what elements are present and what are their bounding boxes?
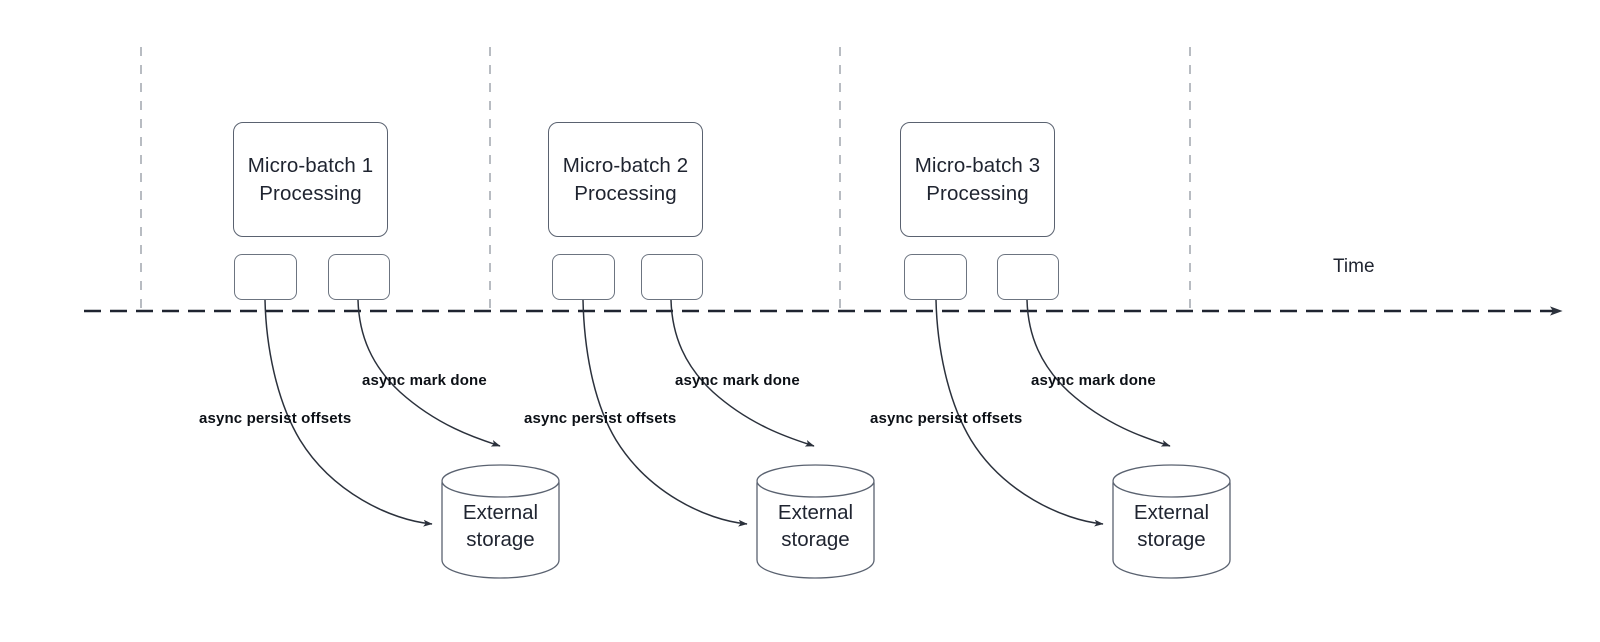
micro-batch-1-box[interactable]: Micro-batch 1 Processing bbox=[233, 122, 388, 237]
micro-batch-3-line2: Processing bbox=[926, 181, 1029, 205]
time-axis-label: Time bbox=[1333, 256, 1375, 277]
micro-batch-2-mark-done-task[interactable] bbox=[641, 254, 703, 300]
storage-cylinder-1 bbox=[441, 464, 560, 579]
mark-done-curve-1 bbox=[357, 299, 501, 447]
vertical-guides bbox=[140, 47, 1191, 312]
persist-offsets-curve-1 bbox=[264, 299, 433, 527]
micro-batch-1-mark-done-task[interactable] bbox=[328, 254, 390, 300]
batch-1-async-mark-done-label: async mark done bbox=[362, 372, 487, 389]
batch-3-connectors bbox=[935, 299, 1171, 527]
batch-2-connectors bbox=[582, 299, 815, 527]
persist-offsets-curve-3 bbox=[935, 299, 1104, 527]
batch-1-async-persist-offsets-label: async persist offsets bbox=[199, 410, 352, 427]
micro-batch-3-line1: Micro-batch 3 bbox=[914, 154, 1041, 178]
micro-batch-2-persist-offsets-task[interactable] bbox=[552, 254, 615, 300]
micro-batch-2-box[interactable]: Micro-batch 2 Processing bbox=[548, 122, 703, 237]
batch-3-async-persist-offsets-label: async persist offsets bbox=[870, 410, 1023, 427]
micro-batch-3-mark-done-task[interactable] bbox=[997, 254, 1059, 300]
micro-batch-1-label: Micro-batch 1 Processing bbox=[248, 152, 373, 206]
storage-cylinder-2 bbox=[756, 464, 875, 579]
mark-done-curve-3 bbox=[1026, 299, 1171, 447]
persist-offsets-curve-2 bbox=[582, 299, 748, 527]
micro-batch-3-label: Micro-batch 3 Processing bbox=[915, 152, 1040, 206]
batch-1-connectors bbox=[264, 299, 501, 527]
micro-batch-1-line2: Processing bbox=[259, 181, 362, 205]
batch-2-async-persist-offsets-label: async persist offsets bbox=[524, 410, 677, 427]
batch-3-async-mark-done-label: async mark done bbox=[1031, 372, 1156, 389]
micro-batch-3-persist-offsets-task[interactable] bbox=[904, 254, 967, 300]
micro-batch-2-line2: Processing bbox=[574, 181, 677, 205]
micro-batch-2-label: Micro-batch 2 Processing bbox=[563, 152, 688, 206]
micro-batch-3-box[interactable]: Micro-batch 3 Processing bbox=[900, 122, 1055, 237]
mark-done-curve-2 bbox=[670, 299, 815, 447]
micro-batch-2-line1: Micro-batch 2 bbox=[562, 154, 689, 178]
micro-batch-1-line1: Micro-batch 1 bbox=[247, 154, 374, 178]
storage-cylinder-3 bbox=[1112, 464, 1231, 579]
micro-batch-1-persist-offsets-task[interactable] bbox=[234, 254, 297, 300]
batch-2-async-mark-done-label: async mark done bbox=[675, 372, 800, 389]
